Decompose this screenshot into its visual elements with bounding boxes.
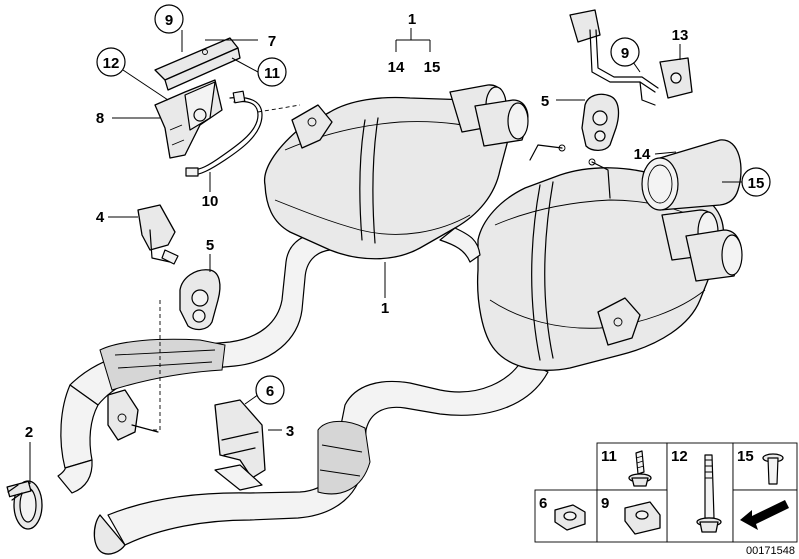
heat-shield-left — [99, 338, 226, 391]
callout-14-top: 14 — [388, 59, 405, 76]
legend-label-12: 12 — [671, 448, 688, 465]
legend-label-9: 9 — [601, 495, 609, 512]
callout-7: 7 — [268, 33, 276, 50]
callout-9b: 9 — [621, 45, 629, 62]
callout-13: 13 — [672, 27, 689, 44]
hanger-bracket-4 — [137, 204, 176, 251]
callout-15: 15 — [748, 175, 765, 192]
callout-circle-9a — [154, 4, 184, 34]
tailpipe-trim — [641, 139, 742, 211]
pipe-bracket-left — [107, 389, 139, 441]
callout-10: 10 — [202, 193, 219, 210]
callout-15-top: 15 — [424, 59, 441, 76]
callout-5-left: 5 — [206, 237, 214, 254]
arrow-icon — [740, 500, 789, 530]
callout-circle-6 — [255, 375, 285, 405]
legend-label-11: 11 — [601, 448, 617, 465]
hanger-assembly-13 — [569, 9, 693, 106]
callout-9a: 9 — [165, 12, 173, 29]
parts-legend: 11 12 15 6 9 — [534, 442, 798, 543]
bracket-front-muffler — [291, 104, 333, 149]
callout-8: 8 — [96, 110, 104, 127]
bolt-11-icon — [628, 450, 652, 487]
callout-3: 3 — [286, 423, 294, 440]
front-pipe-right — [93, 359, 549, 555]
bracket-assembly-top-left — [154, 37, 263, 177]
muffler-rear — [476, 167, 743, 371]
callout-2: 2 — [25, 424, 33, 441]
callout-4: 4 — [96, 209, 105, 226]
callout-1-top: 1 — [408, 11, 416, 28]
nut-6-icon — [554, 504, 586, 531]
bracket-3 — [214, 399, 266, 479]
document-number: 00171548 — [746, 545, 795, 557]
callout-circle-12 — [96, 47, 126, 77]
callout-11: 11 — [264, 65, 280, 82]
heat-shield-right — [317, 421, 371, 495]
callout-circle-15 — [741, 167, 771, 197]
legend-label-15: 15 — [737, 448, 754, 465]
legend-label-6: 6 — [539, 495, 547, 512]
bracket-rear-muffler — [597, 297, 641, 346]
rivet-15-icon — [762, 453, 784, 485]
muffler-connector — [439, 227, 481, 263]
hanger-rod-center — [529, 144, 611, 199]
callout-6: 6 — [266, 383, 274, 400]
callout-1-main: 1 — [381, 300, 389, 317]
callout-12: 12 — [103, 55, 120, 72]
clamp-2 — [6, 480, 43, 530]
square-nut-9-icon — [624, 501, 661, 535]
callout-14-right: 14 — [634, 146, 651, 163]
callout-circle-11 — [257, 57, 287, 87]
bolt-12-icon — [696, 454, 722, 533]
callout-circle-9b — [610, 37, 640, 67]
callout-5-right: 5 — [541, 93, 549, 110]
